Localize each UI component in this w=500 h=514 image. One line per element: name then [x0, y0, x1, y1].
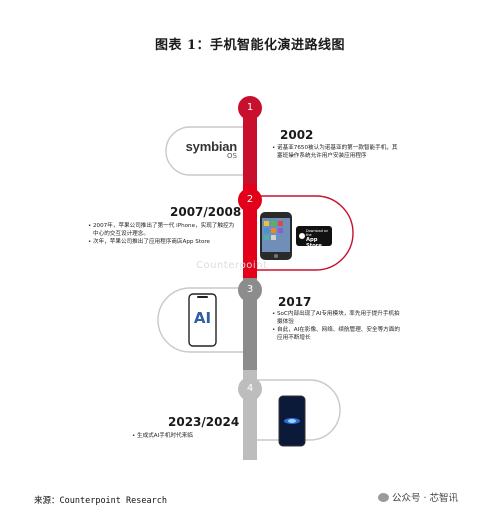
step-circle-2 [238, 188, 262, 212]
source-note: 来源：Counterpoint Research [34, 496, 167, 506]
app-store-badge-line2: App Store [306, 237, 322, 249]
step-circle-4 [238, 377, 262, 401]
step-number-2: 2 [246, 194, 254, 205]
page-title: 图表 1：手机智能化演进路线图 [154, 38, 346, 53]
milestone-1-bullets: 诺基亚7650被认为诺基亚的第一款智能手机，其塞班操作系统允许用户安装应用程序 [272, 144, 402, 160]
ai-label: AI [193, 309, 212, 327]
wechat-credit-text: 公众号 · 芯智讯 [392, 493, 459, 504]
step-circle-3 [238, 278, 262, 302]
step-number-1: 1 [246, 102, 254, 113]
bullet-item: 诺基亚7650被认为诺基亚的第一款智能手机，其塞班操作系统允许用户安装应用程序 [272, 144, 402, 160]
step-number-3: 3 [246, 284, 254, 295]
bullet-item: 次年，苹果公司推出了应用程序商店App Store [88, 238, 236, 246]
year-2002: 2002 [280, 128, 314, 142]
iphone-image [260, 212, 292, 260]
symbian-logo-os: OS [227, 152, 237, 160]
symbian-logo: symbian OS [181, 139, 238, 160]
app-store-badge-line1: Download on the [306, 229, 329, 237]
step-number-4: 4 [246, 383, 254, 394]
bullet-item: 自此，AI在影像、网络、续航管理、安全等方面的应用不断增长 [272, 326, 400, 342]
wechat-icon [378, 493, 389, 502]
bullet-item: 2007年，苹果公司推出了第一代 iPhone，实现了触控为中心的交互设计理念。 [88, 222, 236, 238]
loop-2 [250, 195, 354, 271]
spine-1 [243, 110, 257, 184]
milestone-4-bullets: 生成式AI手机时代来临 [132, 432, 240, 440]
loop-1 [165, 126, 250, 176]
watermark: Counterpoint [196, 260, 268, 271]
year-2017: 2017 [278, 295, 312, 309]
bullet-item: SoC内部出现了AI专用模块，率先用于提升手机拍摄体验 [272, 310, 400, 326]
ai-phone-image [188, 293, 217, 347]
loop-4 [250, 379, 341, 441]
loop-3 [157, 287, 250, 353]
milestone-2-bullets: 2007年，苹果公司推出了第一代 iPhone，实现了触控为中心的交互设计理念。… [88, 222, 236, 246]
symbian-logo-word: symbian [185, 139, 238, 154]
milestone-3-bullets: SoC内部出现了AI专用模块，率先用于提升手机拍摄体验 自此，AI在影像、网络、… [272, 310, 400, 342]
app-store-badge [296, 226, 332, 246]
app-store-badge-text: Download on the App Store [306, 229, 332, 249]
genai-phone-image [278, 395, 306, 447]
wechat-credit: 公众号 · 芯智讯 [378, 490, 458, 504]
year-2007-2008: 2007/2008 [170, 205, 242, 219]
bullet-item: 生成式AI手机时代来临 [132, 432, 240, 440]
year-2023-2024: 2023/2024 [168, 415, 240, 429]
step-circle-1 [238, 96, 262, 120]
